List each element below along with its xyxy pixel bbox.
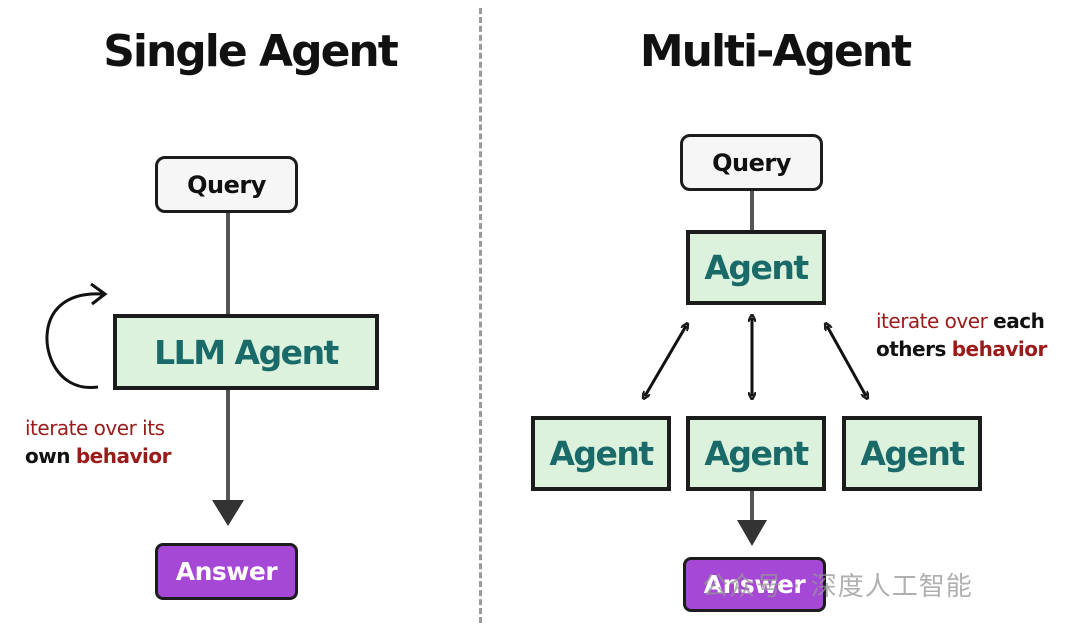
multi-note-others: others — [876, 337, 946, 361]
multi-note-iterate: iterate over — [876, 309, 988, 333]
multi-note-behavior: behavior — [951, 337, 1048, 361]
single-note-line1: iterate over its — [25, 416, 165, 440]
single-note-behavior: behavior — [75, 444, 172, 468]
single-agent-note: iterate over its own behavior — [25, 414, 171, 470]
single-query-box: Query — [155, 156, 298, 213]
multi-agent-title: Multi-Agent — [639, 26, 912, 77]
bidirectional-arrow-right — [827, 326, 866, 396]
watermark-text: 公众号 · 深度人工智能 — [702, 572, 973, 602]
multi-answer-arrowhead — [737, 520, 767, 546]
single-note-own: own — [25, 444, 70, 468]
multi-agent-left-box: Agent — [531, 416, 671, 491]
llm-agent-box: LLM Agent — [113, 314, 379, 390]
multi-answer-box: Answer — [683, 557, 826, 612]
multi-agent-top-box: Agent — [686, 230, 826, 305]
multi-agent-note: iterate over each others behavior — [876, 307, 1047, 363]
single-answer-box: Answer — [155, 543, 298, 600]
multi-query-box: Query — [680, 134, 823, 191]
multi-note-each: each — [993, 309, 1045, 333]
dashed-divider — [479, 8, 482, 623]
self-loop-arrow — [45, 292, 103, 389]
single-agent-title: Single Agent — [103, 26, 399, 77]
bidirectional-arrow-left — [645, 326, 686, 396]
multi-agent-middle-box: Agent — [686, 416, 826, 491]
self-loop-arrowhead — [90, 282, 108, 306]
multi-agent-right-box: Agent — [842, 416, 982, 491]
answer-arrowhead — [212, 500, 244, 526]
